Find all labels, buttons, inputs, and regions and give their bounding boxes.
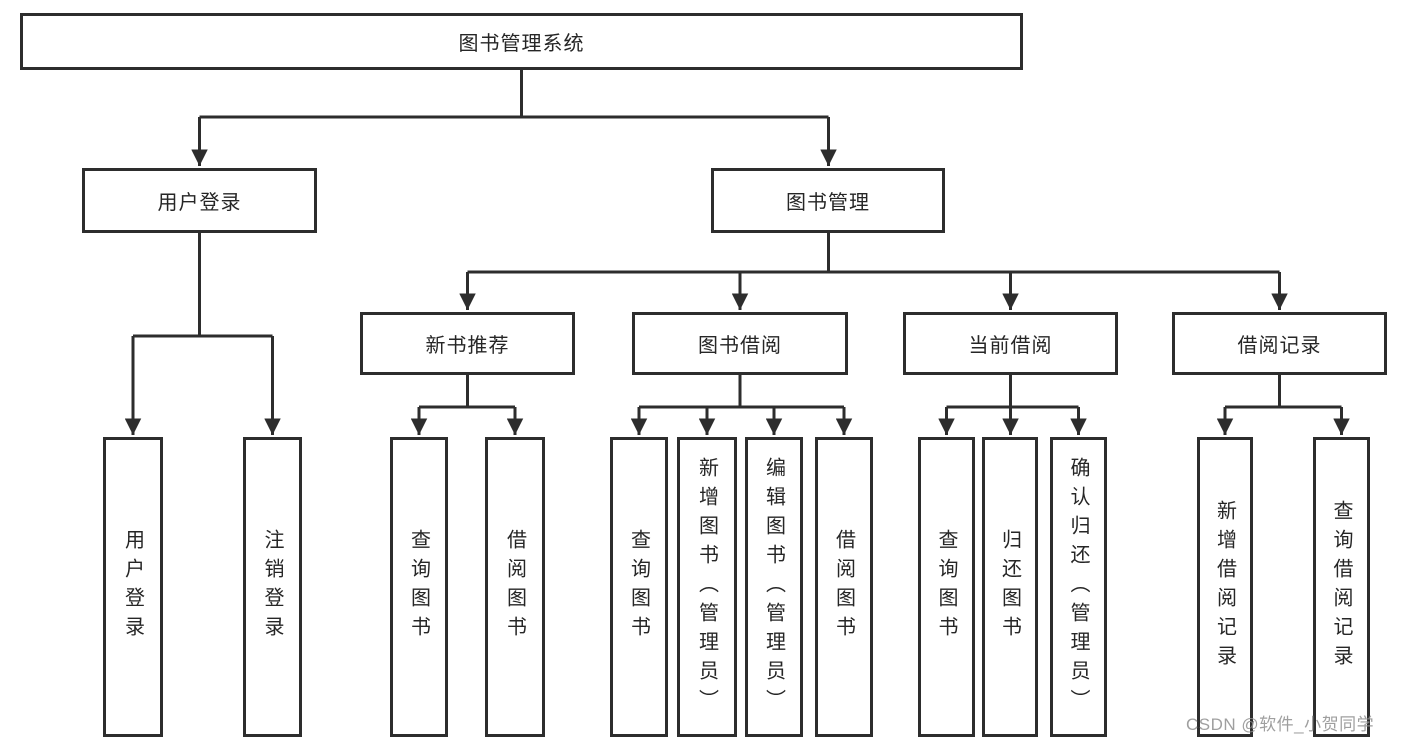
leaf-newbooks-query-books: 查询图书 (390, 437, 448, 737)
connector-borrow-records-trunk (1225, 375, 1342, 409)
node-root-system: 图书管理系统 (20, 13, 1023, 70)
connector-user-login-trunk (133, 233, 273, 338)
node-borrowing-records: 借阅记录 (1172, 312, 1387, 375)
leaf-borrowing-edit-books-admin: 编辑图书（管理员） (745, 437, 803, 737)
leaf-user-login: 用户登录 (103, 437, 163, 737)
node-book-management: 图书管理 (711, 168, 945, 233)
leaf-current-return-books: 归还图书 (982, 437, 1038, 737)
leaf-newbooks-borrow-books: 借阅图书 (485, 437, 545, 737)
leaf-borrowing-add-books-admin: 新增图书（管理员） (677, 437, 737, 737)
leaf-borrowing-query-books: 查询图书 (610, 437, 668, 737)
connector-book-borrow-trunk (639, 375, 844, 409)
node-current-borrowing: 当前借阅 (903, 312, 1118, 375)
leaf-current-query-books: 查询图书 (918, 437, 975, 737)
leaf-current-confirm-return-admin: 确认归还（管理员） (1050, 437, 1107, 737)
leaf-records-add-record: 新增借阅记录 (1197, 437, 1253, 737)
connector-new-books-trunk (419, 375, 515, 409)
leaf-records-query-record: 查询借阅记录 (1313, 437, 1370, 737)
leaf-logout: 注销登录 (243, 437, 302, 737)
node-book-borrowing: 图书借阅 (632, 312, 848, 375)
node-new-book-recommend: 新书推荐 (360, 312, 575, 375)
node-user-login: 用户登录 (82, 168, 317, 233)
csdn-watermark: CSDN @软件_小贺同学 (1186, 715, 1375, 734)
leaf-borrowing-borrow-books: 借阅图书 (815, 437, 873, 737)
connector-root-trunk (199, 70, 829, 119)
connector-current-borrow-trunk (946, 375, 1079, 409)
connector-book-mgmt-trunk (467, 233, 1280, 274)
